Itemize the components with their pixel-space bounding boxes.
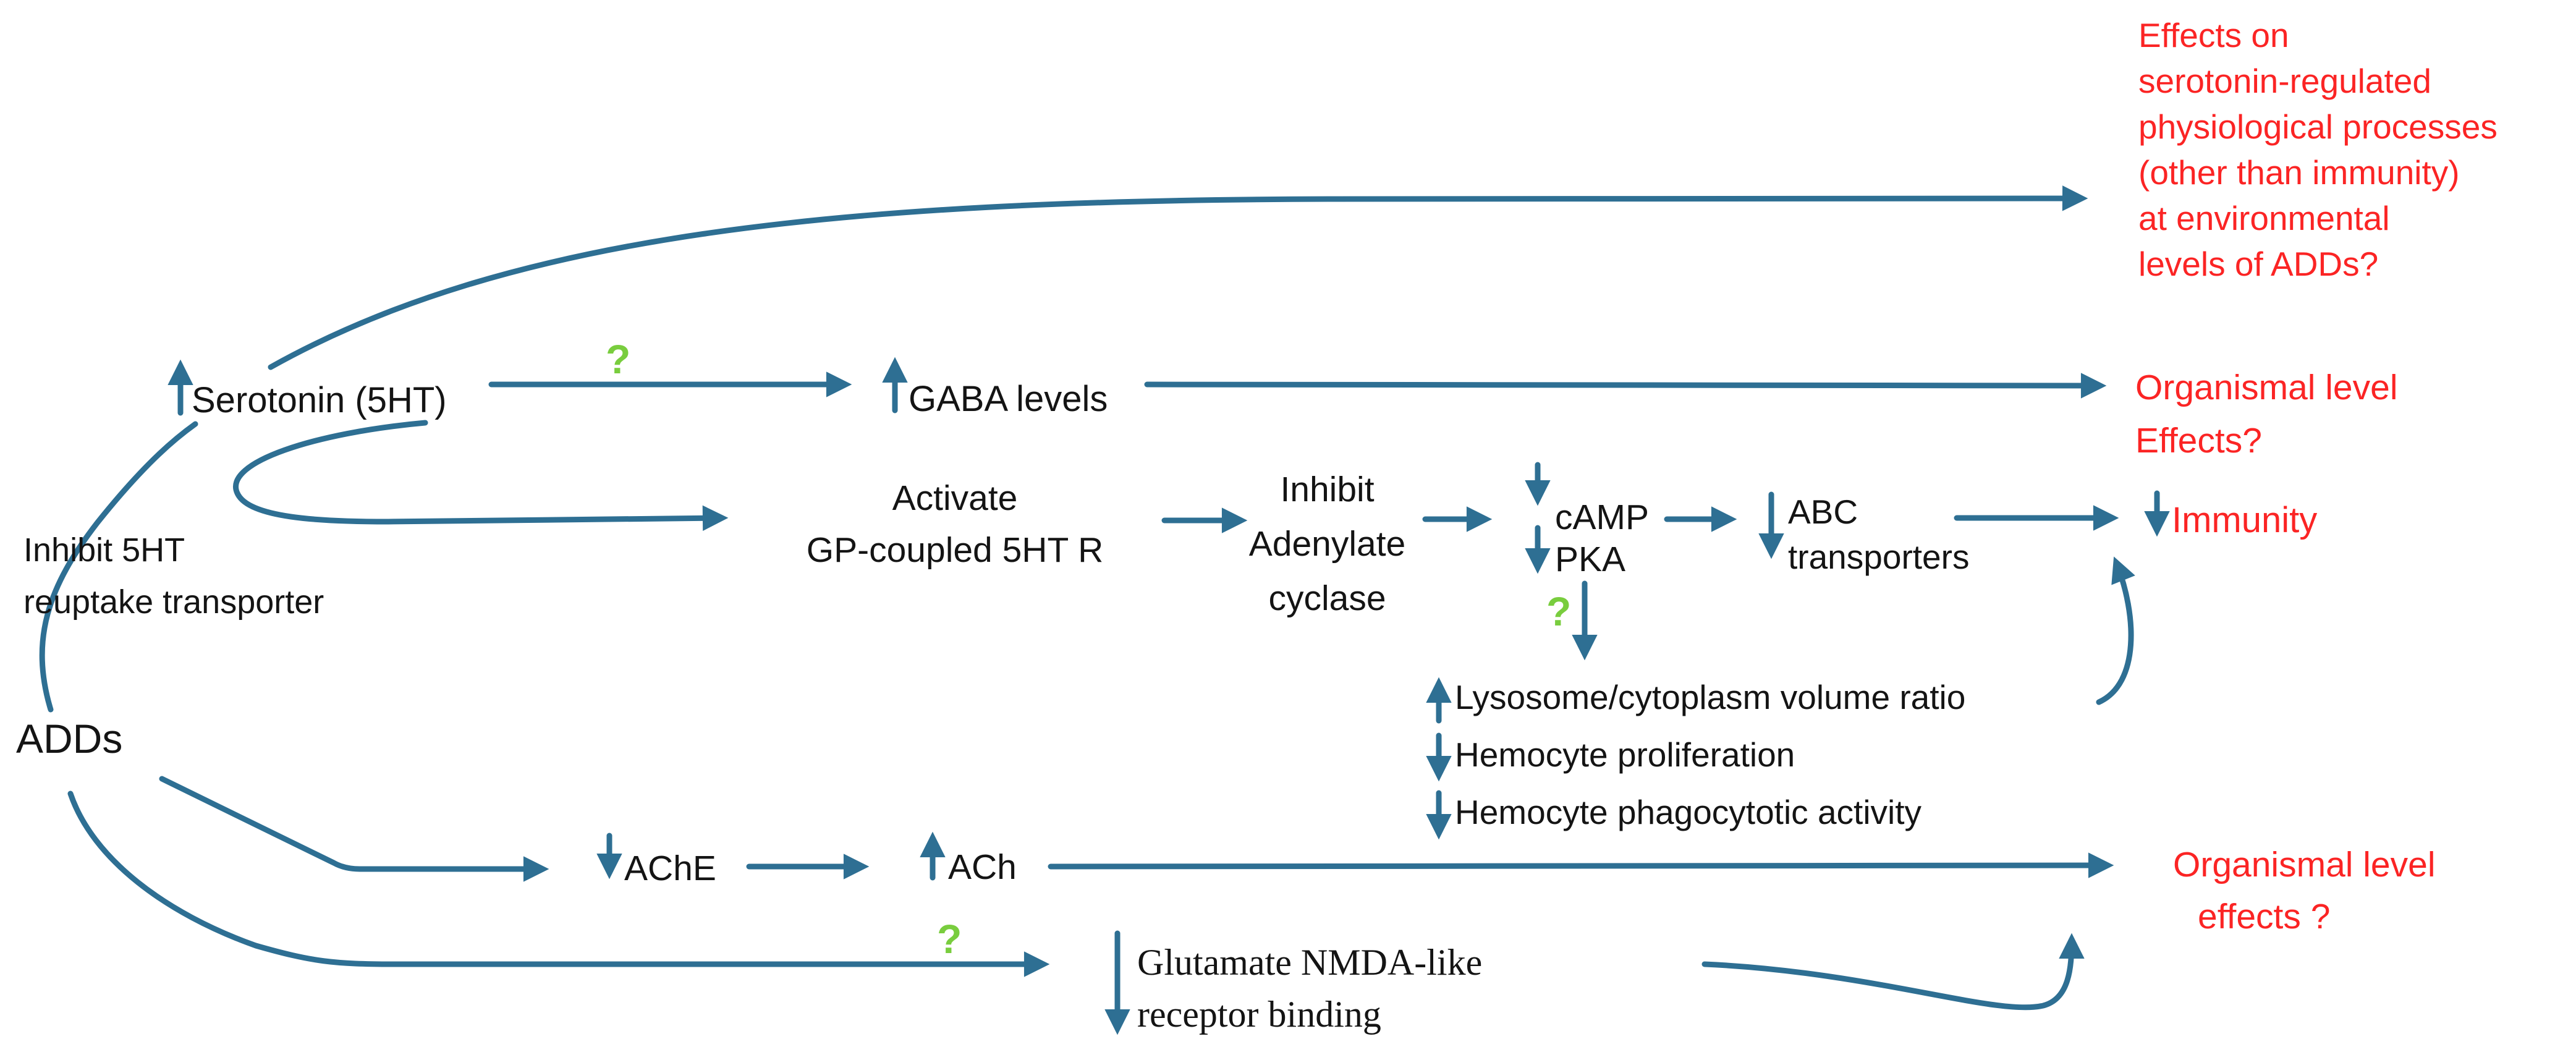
node-hemocyte-proliferation: Hemocyte proliferation	[1455, 736, 1795, 774]
arrow-ach-to-organismal-effects	[1048, 852, 2114, 878]
node-camp: cAMP	[1555, 498, 1650, 537]
node-pka: PKA	[1555, 540, 1626, 579]
outcome-physiological-effects: Effects on serotonin-regulated physiolog…	[2138, 16, 2498, 283]
question-mark-lysosome: ?	[1546, 588, 1572, 634]
line-adds-to-ache	[159, 776, 549, 882]
outcome-organismal-effects-2-line1: Organismal level	[2173, 845, 2436, 884]
node-serotonin: Serotonin (5HT)	[192, 380, 447, 420]
node-ache: AChE	[624, 849, 716, 888]
node-glutamate-line2: receptor binding	[1137, 994, 1381, 1035]
arrow-gaba-to-organismal-effects	[1144, 373, 2107, 399]
node-lysosome-ratio: Lysosome/cytoplasm volume ratio	[1455, 678, 1966, 716]
node-ach: ACh	[948, 847, 1017, 887]
loop-serotonin-to-activate-receptor	[233, 420, 729, 532]
curve-adds-to-serotonin	[39, 421, 198, 713]
question-mark-gaba: ?	[606, 336, 631, 382]
node-hemocyte-phagocytotic: Hemocyte phagocytotic activity	[1455, 793, 1922, 831]
node-adds: ADDs	[16, 716, 123, 761]
node-immunity: Immunity	[2172, 500, 2318, 540]
outcome-organismal-effects-2-line2: effects ?	[2198, 897, 2331, 936]
node-abc-transporters: ABC transporters	[1788, 493, 1970, 576]
node-gaba: GABA levels	[909, 379, 1108, 419]
node-inhibit-adenylate: Inhibit Adenylate cyclase	[1248, 470, 1406, 618]
question-mark-glutamate: ?	[937, 916, 962, 962]
node-glutamate-line1: Glutamate NMDA-like	[1137, 942, 1483, 983]
curve-lysosome-to-immunity	[2096, 556, 2135, 705]
outcome-organismal-effects-1: Organismal level Effects?	[2135, 368, 2398, 460]
node-inhibit-reuptake: Inhibit 5HT reuptake transporter	[23, 532, 324, 621]
node-activate-receptor: Activate GP-coupled 5HT R	[806, 478, 1104, 570]
curve-glutamate-to-organismal-effects	[1701, 933, 2085, 1011]
arc-serotonin-to-physiological-effects	[268, 185, 2088, 370]
curve-adds-to-glutamate	[67, 791, 1050, 977]
